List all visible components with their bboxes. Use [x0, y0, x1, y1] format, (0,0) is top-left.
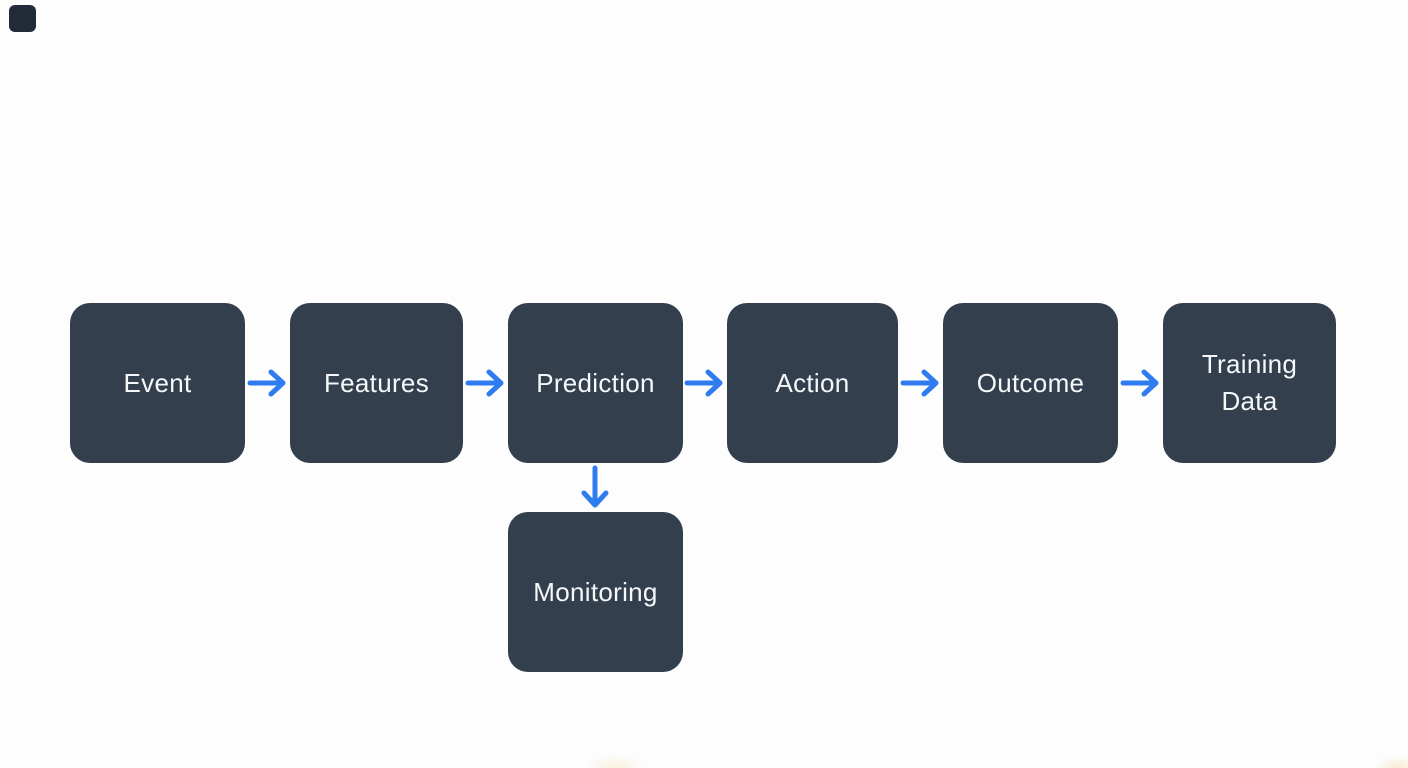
arrow-down-icon — [581, 465, 609, 508]
flow-node-training-data: Training Data — [1163, 303, 1336, 463]
arrow-right-icon — [1120, 369, 1159, 397]
arrow-right-icon — [684, 369, 723, 397]
corner-artifact — [9, 5, 36, 32]
flow-node-features: Features — [290, 303, 463, 463]
node-label-training-data: Training Data — [1201, 349, 1298, 416]
node-label-event: Event — [123, 367, 192, 398]
flow-node-action: Action — [727, 303, 898, 463]
node-label-action: Action — [775, 367, 850, 398]
bottom-edge-artifact — [0, 738, 1408, 768]
arrow-right-icon — [465, 369, 504, 397]
node-label-monitoring: Monitoring — [533, 576, 658, 607]
flow-node-prediction: Prediction — [508, 303, 683, 463]
node-label-prediction: Prediction — [536, 367, 655, 398]
arrow-right-icon — [900, 369, 939, 397]
node-label-outcome: Outcome — [976, 367, 1085, 398]
arrow-right-icon — [247, 369, 286, 397]
flow-node-monitoring: Monitoring — [508, 512, 683, 672]
flow-node-outcome: Outcome — [943, 303, 1118, 463]
node-label-features: Features — [323, 367, 429, 398]
flow-node-event: Event — [70, 303, 245, 463]
